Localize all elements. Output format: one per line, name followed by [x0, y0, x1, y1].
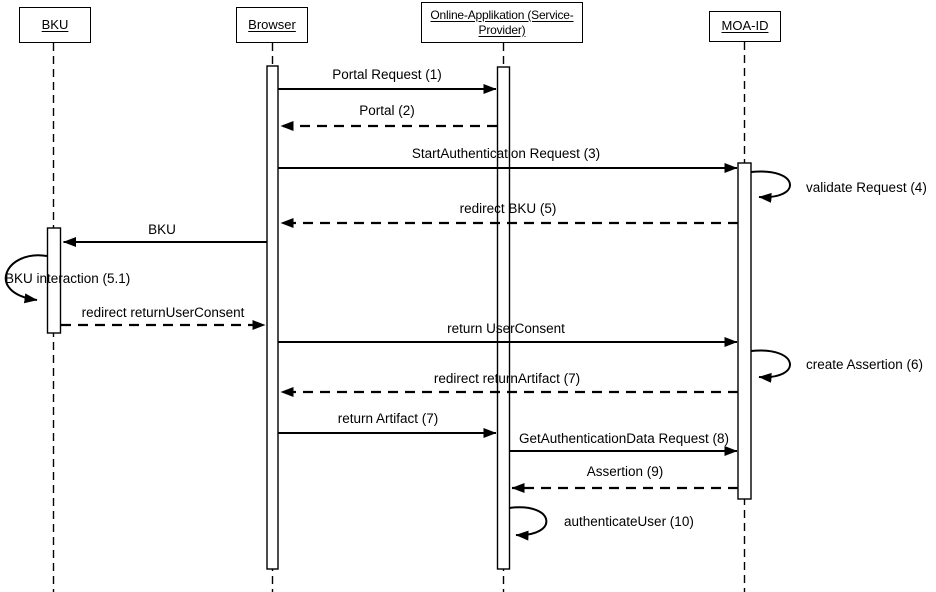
- actor-label-bku: BKU: [41, 16, 69, 32]
- message-label-return-artifact: return Artifact (7): [337, 411, 439, 426]
- message-label-validate-request: validate Request (4): [806, 180, 927, 195]
- message-label-bku: BKU: [148, 222, 176, 237]
- actor-label-browser: Browser: [248, 16, 296, 32]
- message-label-bku-interaction: BKU interaction (5.1): [5, 271, 131, 286]
- message-label-redirect-bku: redirect BKU (5): [459, 201, 557, 216]
- message-label-create-assertion: create Assertion (6): [806, 357, 924, 372]
- actor-box-moa-id: MOA-ID: [709, 11, 781, 42]
- activation-bar-browser: [266, 65, 279, 570]
- arrow-authenticate-user-selfloop: [508, 506, 548, 541]
- actor-box-online-applikation: Online-Applikation (Service-Provider): [421, 2, 583, 43]
- arrow-validate-request-selfloop: [750, 170, 791, 203]
- message-label-redirect-return-artifact: redirect returnArtifact (7): [433, 371, 581, 386]
- message-label-authenticate-user: authenticateUser (10): [564, 514, 694, 529]
- arrow-create-assertion-selfloop: [750, 349, 791, 383]
- message-label-portal-request: Portal Request (1): [332, 67, 442, 82]
- actor-box-bku: BKU: [19, 7, 91, 43]
- actor-label-online-applikation: Online-Applikation (Service-Provider): [430, 7, 574, 37]
- message-label-get-authentication-data-request: GetAuthenticationData Request (8): [518, 431, 730, 446]
- message-label-assertion: Assertion (9): [586, 464, 664, 479]
- message-label-redirect-return-user-consent: redirect returnUserConsent: [81, 305, 245, 320]
- activation-bar-online-applikation: [496, 66, 511, 570]
- message-label-portal: Portal (2): [359, 103, 415, 118]
- actor-box-browser: Browser: [236, 7, 308, 43]
- message-label-start-authentication-request: StartAuthentication Request (3): [411, 146, 601, 161]
- activation-bar-moa-id: [737, 162, 752, 500]
- arrow-bku-interaction-selfloop: [4, 254, 48, 304]
- activation-bar-bku: [46, 227, 62, 334]
- actor-label-moa-id: MOA-ID: [721, 18, 769, 34]
- message-label-return-user-consent: return UserConsent: [447, 321, 565, 336]
